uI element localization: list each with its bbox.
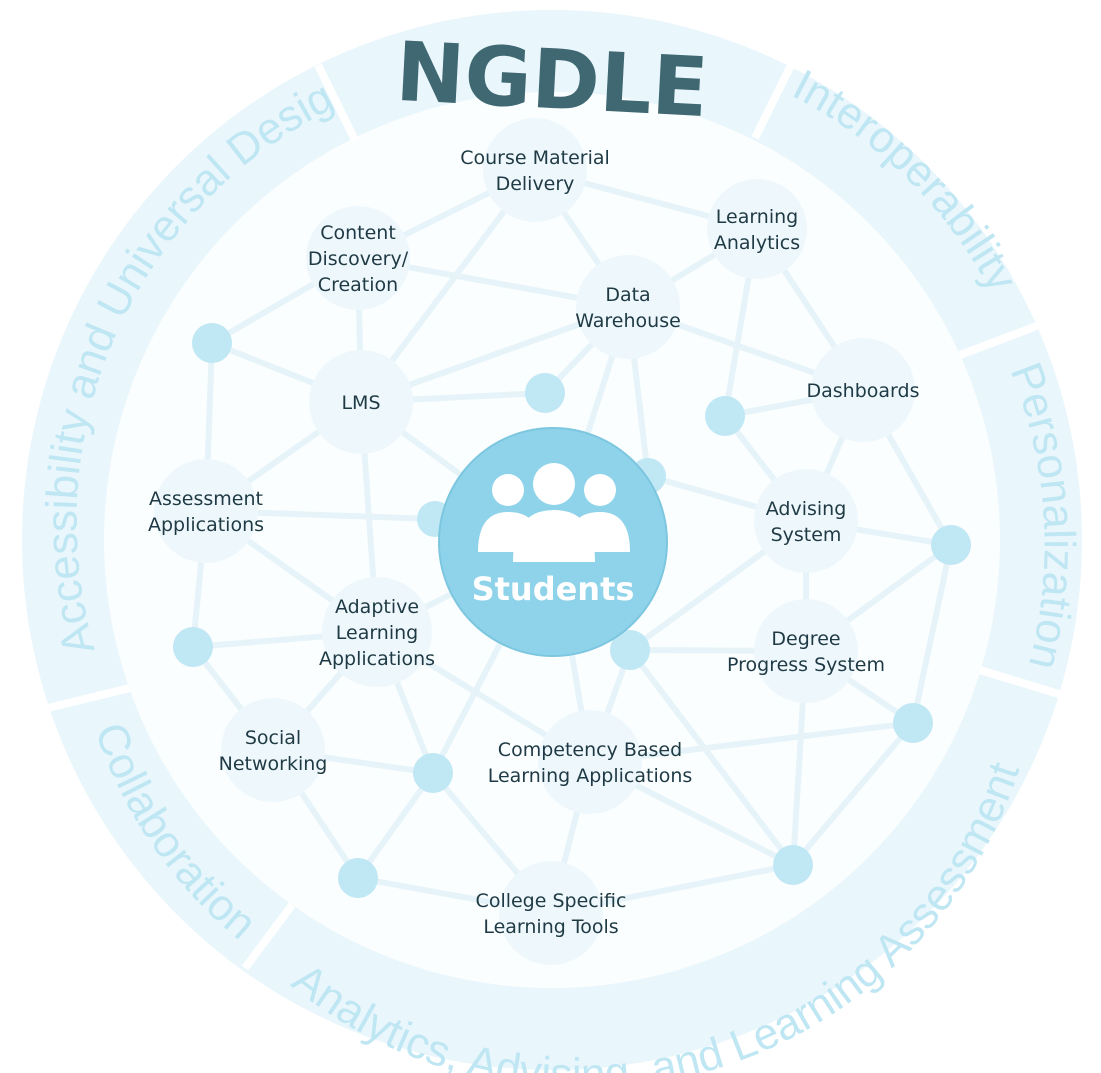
node-circle (309, 350, 413, 454)
connector-dot (413, 753, 453, 793)
node-label: Learning (336, 622, 419, 644)
node-label: Adaptive (335, 596, 419, 618)
node-label: Networking (219, 753, 328, 775)
edge-d6-d9 (910, 544, 954, 724)
node-label: Progress System (727, 654, 885, 676)
edge-d8-d12 (627, 648, 796, 867)
node-label: LMS (341, 392, 380, 414)
node-circle (221, 698, 325, 802)
connector-dot (338, 858, 378, 898)
node-circle (306, 206, 410, 310)
node-circle (154, 459, 258, 563)
students-icon (478, 463, 630, 562)
node-label: Degree (771, 628, 840, 650)
node-label: Creation (318, 274, 398, 296)
node-circle (499, 861, 603, 965)
connector-dot (893, 703, 933, 743)
node-label: Analytics (714, 232, 800, 254)
edge-d9-competency (589, 720, 914, 765)
node-circle (707, 179, 807, 279)
node-label: Delivery (496, 173, 575, 195)
node-label: Applications (319, 648, 435, 670)
node-lms: LMS (309, 350, 413, 454)
node-label: Course Material (460, 147, 610, 169)
node-label: Learning Applications (488, 765, 693, 787)
connector-dot (173, 627, 213, 667)
connector-dot (610, 630, 650, 670)
node-circle (754, 469, 858, 573)
node-label: Warehouse (575, 310, 681, 332)
page-title: NGDLE (394, 25, 711, 136)
node-circle (576, 255, 680, 359)
node-label: Advising (766, 498, 847, 520)
ring-dividers (47, 61, 1064, 971)
node-circle (483, 118, 587, 222)
network-nodes: Course MaterialDeliveryLearningAnalytics… (148, 118, 920, 965)
node-dashboards: Dashboards (807, 338, 920, 442)
node-label: Social (245, 727, 301, 749)
node-circle (811, 338, 915, 442)
connector-dot (705, 396, 745, 436)
node-label: Dashboards (807, 380, 920, 402)
node-label: College Specific (476, 890, 627, 912)
node-label: System (771, 524, 842, 546)
node-label: Content (320, 222, 396, 244)
node-label: Discovery/ (308, 248, 409, 270)
node-label: Data (605, 284, 650, 306)
students-label: Students (472, 570, 635, 608)
connector-dot (931, 525, 971, 565)
connector-dot (773, 845, 813, 885)
node-label: Learning (716, 206, 799, 228)
node-label: Assessment (149, 488, 263, 510)
node-circle (538, 710, 642, 814)
edge-d10-d11 (355, 771, 436, 880)
node-circle (754, 599, 858, 703)
node-circle (322, 577, 432, 687)
node-label: Learning Tools (483, 916, 618, 938)
connector-dot (192, 323, 232, 363)
edge-d9-d12 (790, 721, 916, 867)
students-hub: Students (438, 427, 668, 657)
connector-dot (525, 373, 565, 413)
node-label: Competency Based (498, 739, 682, 761)
node-label: Applications (148, 514, 264, 536)
